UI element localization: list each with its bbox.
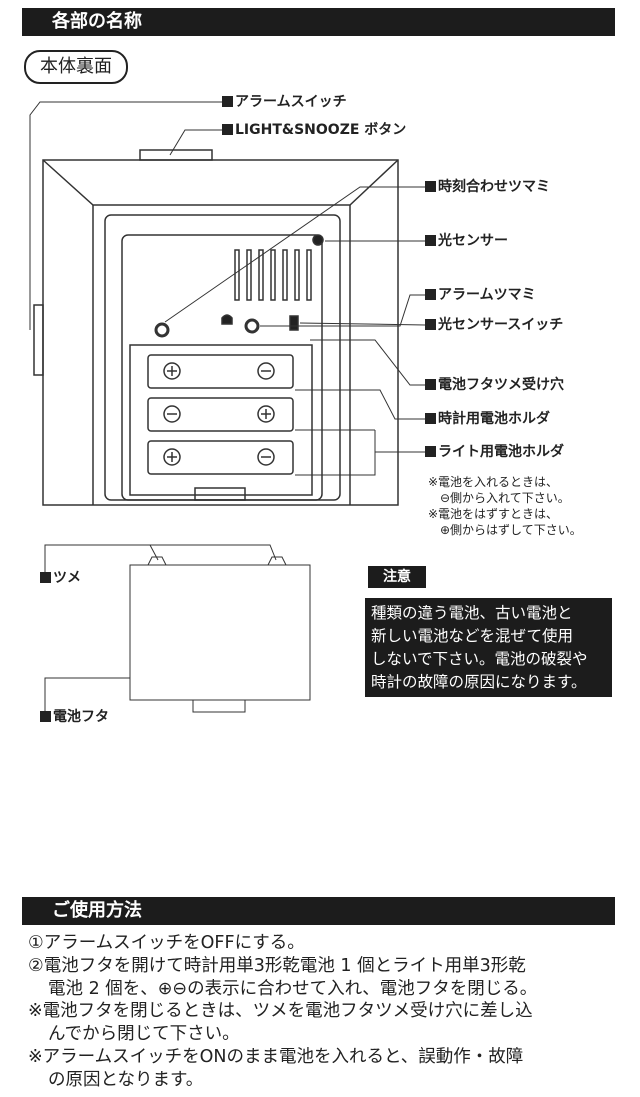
note-line: ⊖側から入れて下さい。 [440, 491, 570, 505]
label-tab: ツメ [40, 569, 81, 587]
battery-1 [147, 354, 294, 389]
caution-line: 時計の故障の原因になります。 [371, 673, 587, 691]
clock-back-diagram [29, 101, 426, 717]
battery-3 [147, 440, 294, 475]
label-cover-hole: 電池フタツメ受け穴 [425, 376, 564, 394]
label-light-snooze-button: LIGHT&SNOOZE ボタン [222, 121, 406, 139]
note-line: ⊕側からはずして下さい。 [440, 523, 582, 537]
caution-tag: 注意 [368, 566, 426, 588]
label-alarm-switch: アラームスイッチ [222, 93, 347, 111]
label-clock-battery-holder: 時計用電池ホルダ [425, 410, 550, 428]
caution-line: しないで下さい。電池の破裂や [371, 650, 588, 668]
battery-2 [147, 397, 294, 432]
label-light-sensor: 光センサー [425, 232, 508, 250]
note-line: ※電池を入れるときは、 [428, 475, 559, 489]
label-battery-cover: 電池フタ [40, 708, 109, 726]
usage-line: ※電池フタを閉じるときは、ツメを電池フタツメ受け穴に差し込 [28, 1001, 533, 1022]
battery-cover-drawing [129, 564, 311, 701]
usage-instructions: ①アラームスイッチをOFFにする。 ②電池フタを開けて時計用単3形乾電池 1 個… [28, 932, 537, 1092]
light-snooze-button [33, 304, 44, 376]
light-sensor [312, 234, 324, 246]
label-alarm-knob: アラームツマミ [425, 286, 536, 304]
caution-line: 新しい電池などを混ぜて使用 [371, 627, 573, 645]
label-time-knob: 時刻合わせツマミ [425, 178, 550, 196]
usage-line: の原因となります。 [48, 1069, 204, 1090]
section-header-usage: ご使用方法 [22, 897, 615, 925]
usage-line: ②電池フタを開けて時計用単3形乾電池 1 個とライト用単3形乾 [28, 955, 526, 976]
battery-compartment [129, 344, 313, 496]
alarm-switch [139, 149, 213, 161]
speaker-vents [234, 249, 312, 301]
time-knob [154, 322, 170, 338]
alarm-knob [244, 318, 260, 334]
usage-line: 電池 2 個を、⊕⊖の表示に合わせて入れ、電池フタを閉じる。 [48, 978, 538, 999]
caution-box: 種類の違う電池、古い電池と 新しい電池などを混ぜて使用 しないで下さい。電池の破… [365, 598, 612, 697]
note-line: ※電池をはずすときは、 [428, 507, 559, 521]
usage-line: ①アラームスイッチをOFFにする。 [28, 933, 305, 953]
usage-line: んでから閉じて下さい。 [48, 1024, 240, 1045]
usage-line: ※アラームスイッチをONのまま電池を入れると、誤動作・故障 [28, 1046, 524, 1067]
clock-body [42, 159, 399, 506]
label-light-battery-holder: ライト用電池ホルダ [425, 443, 564, 461]
label-light-sensor-switch: 光センサースイッチ [425, 316, 563, 334]
light-sensor-switch [289, 315, 299, 331]
subtitle-back-view: 本体裏面 [24, 50, 128, 84]
caution-line: 種類の違う電池、古い電池と [371, 604, 573, 622]
section-header-part-names: 各部の名称 [22, 8, 615, 36]
bell-icon [221, 314, 233, 325]
